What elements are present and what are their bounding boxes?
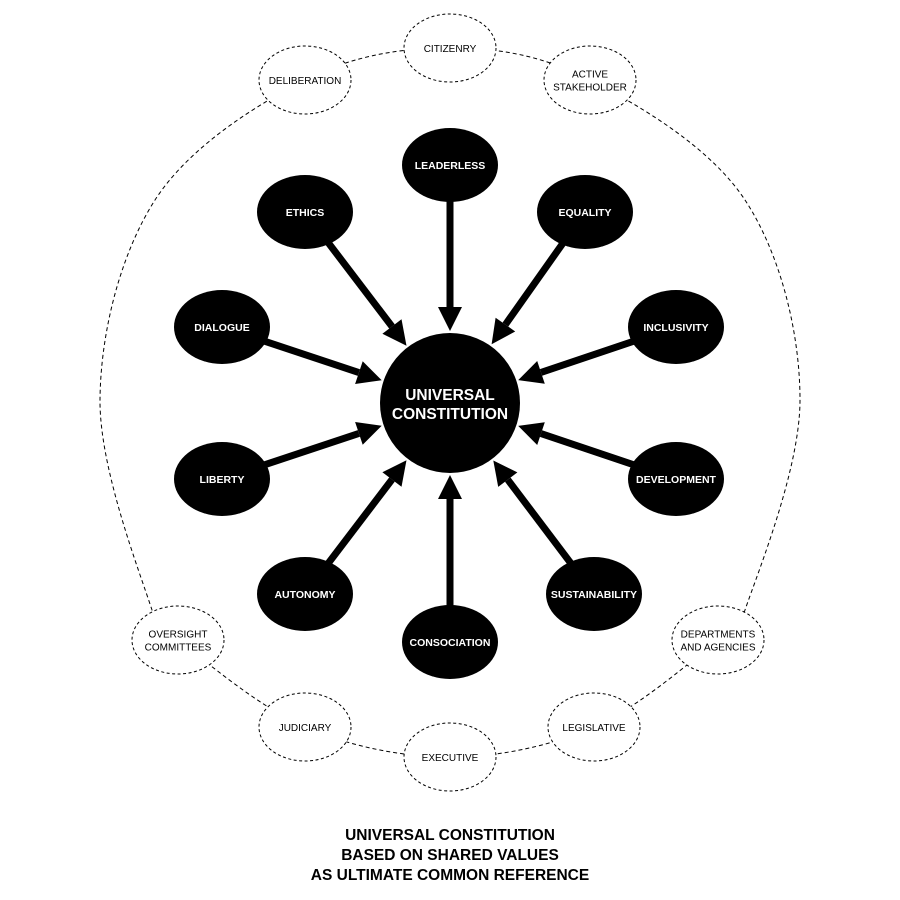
institution-node-legislative: LEGISLATIVE	[547, 692, 641, 762]
caption-line2: BASED ON SHARED VALUES	[341, 847, 559, 864]
institution-node-departments-and-agencies: DEPARTMENTS AND AGENCIES	[671, 605, 765, 675]
value-label: EQUALITY	[558, 207, 611, 219]
arrow-development	[518, 422, 647, 473]
institution-node-judiciary: JUDICIARY	[258, 692, 352, 762]
value-label: DIALOGUE	[194, 322, 249, 334]
value-label: LEADERLESS	[415, 160, 486, 172]
value-node-liberty: LIBERTY	[174, 442, 270, 516]
institution-node-citizenry: CITIZENRY	[403, 13, 497, 83]
value-label: LIBERTY	[200, 474, 245, 486]
institution-label-line: OVERSIGHT	[149, 630, 208, 641]
center-node: UNIVERSAL CONSTITUTION	[380, 333, 520, 473]
caption-line1: UNIVERSAL CONSTITUTION	[345, 827, 555, 844]
institution-label-line: DEPARTMENTS	[681, 630, 756, 641]
institution-label-line: AND AGENCIES	[680, 643, 755, 654]
value-node-autonomy: AUTONOMY	[257, 557, 353, 631]
value-label: DEVELOPMENT	[636, 474, 717, 486]
value-label: INCLUSIVITY	[643, 322, 708, 334]
value-node-inclusivity: INCLUSIVITY	[628, 290, 724, 364]
value-nodes: LEADERLESS EQUALITY INCLUSIVITY DEVELOPMENT…	[174, 128, 724, 679]
arrow-inclusivity	[518, 333, 647, 384]
institution-label-line: ACTIVE	[572, 70, 608, 81]
institution-label-line: EXECUTIVE	[422, 753, 479, 764]
caption: UNIVERSAL CONSTITUTION BASED ON SHARED V…	[0, 826, 900, 886]
institution-node-executive: EXECUTIVE	[403, 722, 497, 792]
arrow-autonomy	[321, 460, 407, 571]
arrows	[251, 197, 647, 610]
arrow-liberty	[251, 422, 382, 473]
value-node-equality: EQUALITY	[537, 175, 633, 249]
arrow-ethics	[321, 235, 407, 346]
arrow-equality	[491, 236, 570, 345]
arrow-leaderless	[438, 197, 462, 331]
value-label: SUSTAINABILITY	[551, 589, 637, 601]
caption-line3: AS ULTIMATE COMMON REFERENCE	[310, 867, 590, 884]
institution-nodes: CITIZENRY ACTIVE STAKEHOLDER DEPARTMENTS AND…	[131, 13, 765, 792]
value-node-consociation: CONSOCIATION	[402, 605, 498, 679]
arrow-dialogue	[251, 333, 382, 384]
value-label: AUTONOMY	[274, 589, 335, 601]
institution-label-line: DELIBERATION	[269, 76, 342, 87]
value-label: ETHICS	[286, 207, 325, 219]
institution-node-deliberation: DELIBERATION	[258, 45, 352, 115]
institution-label-line: LEGISLATIVE	[562, 723, 626, 734]
value-label: CONSOCIATION	[410, 637, 491, 649]
institution-label-line: JUDICIARY	[279, 723, 332, 734]
value-node-ethics: ETHICS	[257, 175, 353, 249]
value-node-leaderless: LEADERLESS	[402, 128, 498, 202]
institution-node-oversight-committees: OVERSIGHT COMMITTEES	[131, 605, 225, 675]
institution-label-line: CITIZENRY	[424, 44, 477, 55]
institution-label-line: STAKEHOLDER	[553, 83, 627, 94]
value-node-dialogue: DIALOGUE	[174, 290, 270, 364]
institution-node-active-stakeholder: ACTIVE STAKEHOLDER	[543, 45, 637, 115]
center-label-line2: CONSTITUTION	[392, 406, 508, 423]
arrow-consociation	[438, 475, 462, 610]
value-node-sustainability: SUSTAINABILITY	[546, 557, 642, 631]
center-label-line1: UNIVERSAL	[405, 387, 495, 404]
institution-label-line: COMMITTEES	[145, 643, 212, 654]
arrow-sustainability	[493, 460, 578, 571]
value-node-development: DEVELOPMENT	[628, 442, 724, 516]
